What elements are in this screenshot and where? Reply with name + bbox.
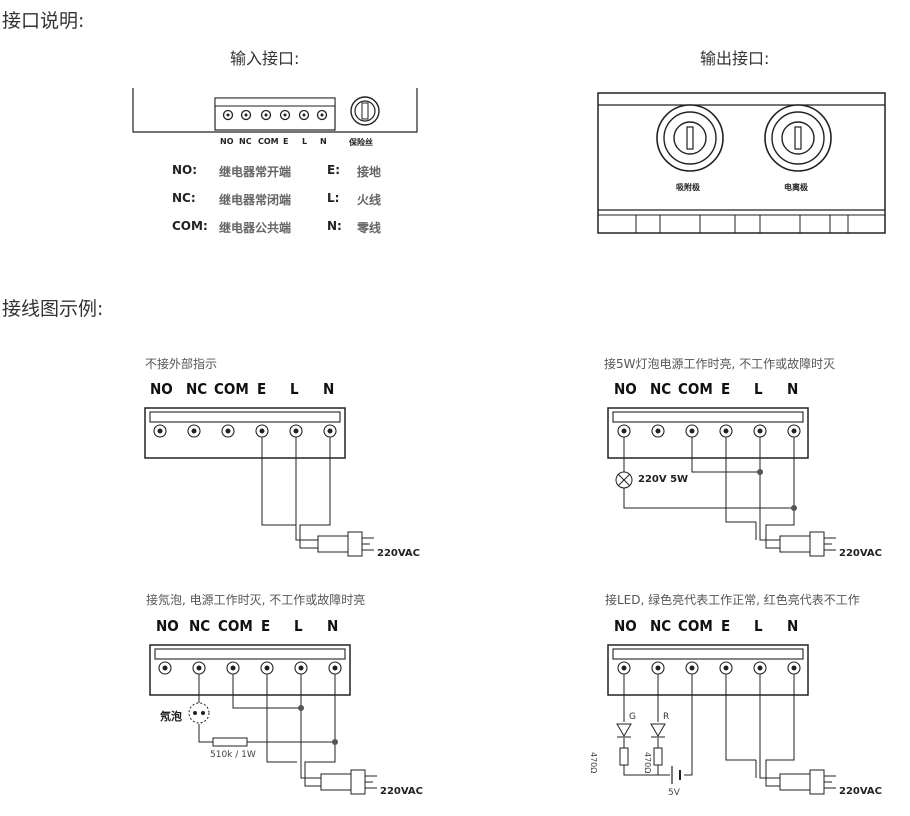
w1-label-no: NO (150, 380, 173, 398)
legend-desc-nc: 继电器常闭端 (219, 193, 292, 207)
wiring2-caption: 接5W灯泡电源工作时亮, 不工作或故障时灭 (604, 357, 836, 371)
w2-power-label: 220VAC (839, 548, 883, 559)
fuse-holder-icon (350, 96, 380, 126)
legend-key-no: NO: (172, 163, 198, 177)
input-label-com: COM (258, 137, 279, 146)
w3-label-l: L (294, 617, 303, 635)
legend-key-l: L: (327, 191, 340, 205)
w1-label-l: L (290, 380, 299, 398)
wiring3-caption: 接氖泡, 电源工作时灭, 不工作或故障时亮 (146, 593, 366, 607)
legend-desc-l: 火线 (357, 193, 382, 207)
w4-power-label: 220VAC (839, 786, 883, 797)
w4-label-nc: NC (650, 617, 672, 635)
w4-resistor-green-icon (619, 747, 629, 766)
w3-label-no: NO (156, 617, 179, 635)
w3-label-e: E (261, 617, 271, 635)
legend-key-com: COM: (172, 219, 208, 233)
section-interface-title: 接口说明: (2, 10, 85, 32)
w1-label-nc: NC (186, 380, 208, 398)
w4-led-g-label: G (629, 712, 636, 722)
legend-desc-no: 继电器常开端 (219, 165, 292, 179)
w3-resistor-label: 510k / 1W (210, 750, 256, 760)
w1-label-com: COM (214, 380, 249, 398)
w1-label-n: N (323, 380, 335, 398)
ionization-port-label: 电离极 (784, 183, 808, 192)
ionization-port-icon (764, 104, 832, 172)
w2-plug-icon (779, 531, 836, 557)
legend-desc-com: 继电器公共端 (219, 221, 292, 235)
w3-neon-label: 氖泡 (160, 710, 182, 723)
input-label-e: E (283, 137, 289, 146)
w4-plug-icon (779, 769, 836, 795)
input-label-n: N (320, 137, 327, 146)
input-interface-title: 输入接口: (230, 49, 300, 68)
w3-label-n: N (327, 617, 339, 635)
w4-label-l: L (754, 617, 763, 635)
w4-resistor-red-icon (653, 747, 663, 766)
wiring2-terminal-labels: NO NC COM E L N (614, 380, 814, 400)
w2-label-nc: NC (650, 380, 672, 398)
legend-key-n: N: (327, 219, 342, 233)
legend-key-e: E: (327, 163, 340, 177)
w2-lamp-icon (615, 471, 633, 489)
legend-desc-e: 接地 (357, 165, 382, 179)
w3-label-nc: NC (189, 617, 211, 635)
adsorption-port-label: 吸附极 (676, 183, 700, 192)
w2-label-n: N (787, 380, 799, 398)
w3-neon-bulb-icon (188, 702, 210, 724)
input-label-nc: NC (239, 137, 252, 146)
w2-label-l: L (754, 380, 763, 398)
w4-led-green-icon (616, 723, 632, 738)
wiring3-terminal-labels: NO NC COM E L N (156, 617, 356, 637)
legend-desc-n: 零线 (357, 221, 382, 235)
wiring1-terminal-labels: NO NC COM E L N (150, 380, 350, 400)
w4-battery-label: 5V (668, 788, 680, 798)
w4-battery-icon (671, 766, 681, 784)
fuse-label: 保险丝 (349, 138, 373, 147)
w3-plug-icon (320, 769, 377, 795)
wiring4-caption: 接LED, 绿色亮代表工作正常, 红色亮代表不工作 (605, 593, 860, 607)
adsorption-port-icon (656, 104, 724, 172)
section-wiring-title: 接线图示例: (2, 298, 104, 320)
w2-lamp-label: 220V 5W (638, 474, 689, 485)
output-interface-title: 输出接口: (700, 49, 770, 68)
wiring1-caption: 不接外部指示 (145, 357, 218, 371)
w4-led-red-icon (650, 723, 666, 738)
w4-label-com: COM (678, 617, 713, 635)
w4-res-r-label: 470Ω (643, 752, 652, 774)
w2-label-com: COM (678, 380, 713, 398)
input-label-no: NO (220, 137, 234, 146)
w3-power-label: 220VAC (380, 786, 424, 797)
w2-label-e: E (721, 380, 731, 398)
w1-plug-icon (317, 531, 374, 557)
legend-key-nc: NC: (172, 191, 196, 205)
wiring4-terminal-labels: NO NC COM E L N (614, 617, 814, 637)
w4-label-no: NO (614, 617, 637, 635)
input-terminal-labels: NO NC COM E L N (218, 137, 338, 149)
w4-label-e: E (721, 617, 731, 635)
w2-label-no: NO (614, 380, 637, 398)
w4-res-g-label: 470Ω (589, 752, 598, 774)
input-terminal-screws (222, 109, 328, 121)
w4-led-r-label: R (663, 712, 670, 722)
w3-resistor-icon (212, 737, 248, 747)
w4-label-n: N (787, 617, 799, 635)
w1-label-e: E (257, 380, 267, 398)
w1-power-label: 220VAC (377, 548, 421, 559)
w3-label-com: COM (218, 617, 253, 635)
input-label-l: L (302, 137, 308, 146)
